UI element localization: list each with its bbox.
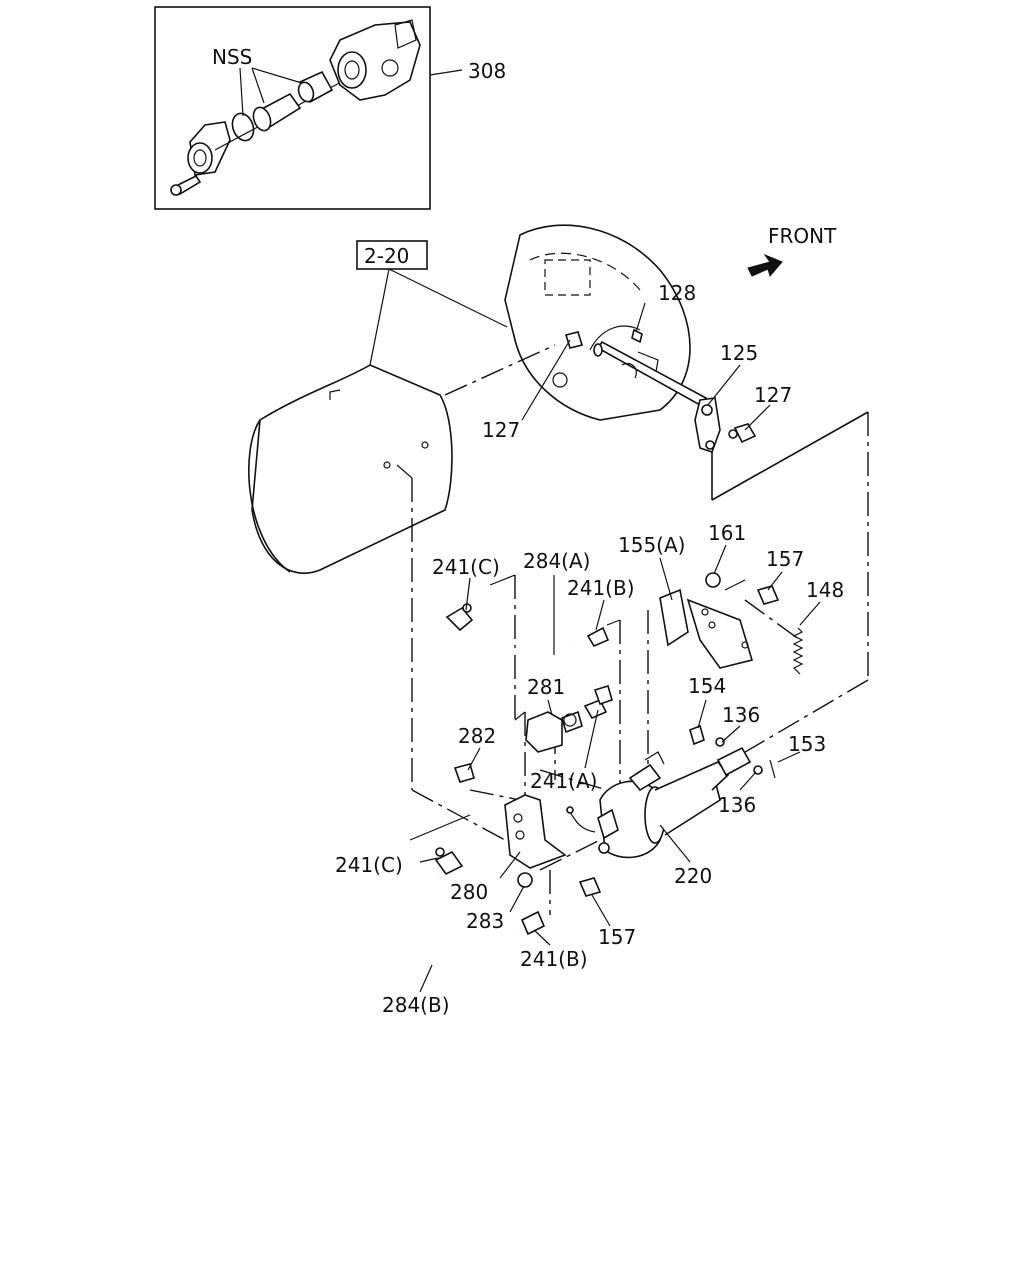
label-241a: 241(A): [530, 769, 597, 793]
label-241b-top: 241(B): [567, 576, 635, 600]
label-161: 161: [708, 521, 746, 545]
tube-284a: [445, 603, 610, 660]
label-nss: NSS: [212, 45, 252, 69]
front-arrow-icon: [747, 253, 783, 278]
label-220: 220: [674, 864, 712, 888]
label-281: 281: [527, 675, 565, 699]
label-157-top: 157: [766, 547, 804, 571]
label-155a: 155(A): [618, 533, 685, 557]
label-284a: 284(A): [523, 549, 590, 573]
label-125: 125: [720, 341, 758, 365]
label-280: 280: [450, 880, 488, 904]
bracket-155a: [659, 572, 804, 675]
label-136-bottom: 136: [718, 793, 756, 817]
transmission-housing: [504, 224, 691, 421]
label-283: 283: [466, 909, 504, 933]
label-148: 148: [806, 578, 844, 602]
label-136-top: 136: [722, 703, 760, 727]
reference-box: [356, 240, 508, 366]
label-127-right: 127: [754, 383, 792, 407]
label-157-bottom: 157: [598, 925, 636, 949]
label-127-left: 127: [482, 418, 520, 442]
tube-284b: [401, 847, 546, 966]
master-cylinder-220: [597, 746, 776, 859]
leader-lines: [419, 302, 821, 993]
part-labels: NSS 308 2-20 FRONT 128 125 127 127 241(C…: [212, 45, 844, 1017]
bolt-154: [689, 724, 725, 747]
label-154: 154: [688, 674, 726, 698]
inset-box: [154, 6, 463, 210]
bracket-280: [504, 794, 602, 897]
label-153: 153: [788, 732, 826, 756]
label-241b-bottom: 241(B): [520, 947, 588, 971]
label-ref-2-20: 2-20: [364, 244, 409, 268]
label-front: FRONT: [768, 224, 837, 248]
label-282: 282: [458, 724, 496, 748]
label-284b: 284(B): [382, 993, 450, 1017]
clutch-housing: [248, 364, 453, 575]
label-128: 128: [658, 281, 696, 305]
label-308: 308: [468, 59, 506, 83]
label-241c-top: 241(C): [432, 555, 500, 579]
guide-lines: [396, 344, 869, 915]
label-241c-bottom: 241(C): [335, 853, 403, 877]
release-shaft: [564, 328, 757, 454]
